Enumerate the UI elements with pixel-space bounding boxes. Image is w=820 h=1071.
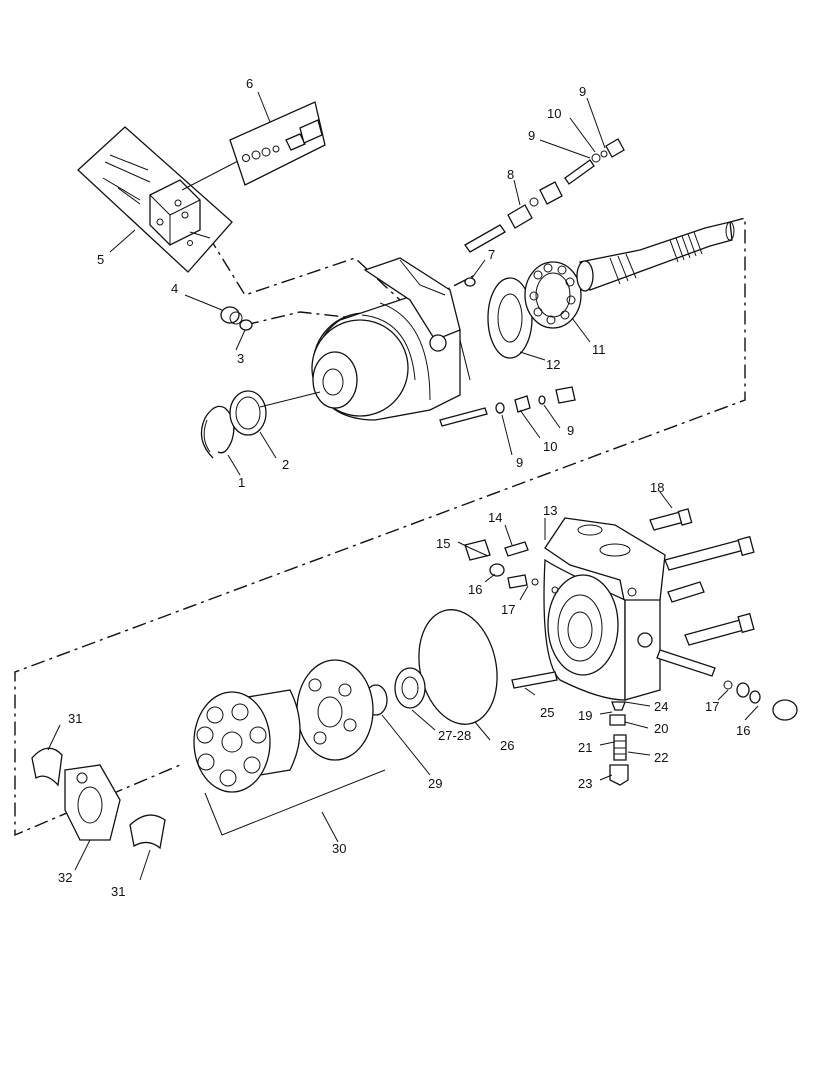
callout-18: 18 bbox=[650, 480, 664, 495]
callout-23: 23 bbox=[578, 776, 592, 791]
callout-9a: 9 bbox=[579, 84, 586, 99]
callout-3: 3 bbox=[237, 351, 244, 366]
bolts bbox=[649, 508, 755, 646]
callout-29: 29 bbox=[428, 776, 442, 791]
callout-19: 19 bbox=[578, 708, 592, 723]
plug bbox=[220, 306, 243, 325]
callout-6: 6 bbox=[246, 76, 253, 91]
roller-bearing bbox=[524, 261, 582, 329]
thrust-plate bbox=[487, 277, 533, 359]
callout-25: 25 bbox=[540, 705, 554, 720]
o-ring-small bbox=[239, 319, 253, 331]
output-shaft bbox=[576, 221, 735, 292]
callout-31a: 31 bbox=[68, 711, 82, 726]
bracket-30 bbox=[204, 769, 386, 836]
callout-21: 21 bbox=[578, 740, 592, 755]
callout-9b: 9 bbox=[528, 128, 535, 143]
callout-5: 5 bbox=[97, 252, 104, 267]
callout-9d: 9 bbox=[516, 455, 523, 470]
callout-17a: 17 bbox=[501, 602, 515, 617]
callout-13: 13 bbox=[543, 503, 557, 518]
leader-lines bbox=[47, 91, 759, 881]
relief-valve-right bbox=[656, 649, 798, 721]
callout-16a: 16 bbox=[468, 582, 482, 597]
callout-20: 20 bbox=[654, 721, 668, 736]
callout-8: 8 bbox=[507, 167, 514, 182]
callout-9c: 9 bbox=[567, 423, 574, 438]
check-valve-upper bbox=[464, 138, 625, 253]
fitting-kit bbox=[229, 101, 326, 186]
bearing bbox=[229, 390, 267, 436]
callout-22: 22 bbox=[654, 750, 668, 765]
callout-14: 14 bbox=[488, 510, 502, 525]
o-ring bbox=[464, 277, 476, 287]
callout-10b: 10 bbox=[543, 439, 557, 454]
callout-31b: 31 bbox=[111, 884, 125, 899]
callout-15: 15 bbox=[436, 536, 450, 551]
callout-30: 30 bbox=[332, 841, 346, 856]
check-valve-lower bbox=[439, 386, 576, 427]
callout-4: 4 bbox=[171, 281, 178, 296]
callout-labels: 1 2 3 4 5 6 7 8 9 9 9 9 10 10 11 12 13 1… bbox=[58, 76, 750, 899]
relief-valve-left bbox=[464, 539, 539, 589]
callout-27-28: 27-28 bbox=[438, 728, 471, 743]
pin bbox=[511, 671, 558, 689]
valve-plate bbox=[394, 667, 426, 709]
callout-26: 26 bbox=[500, 738, 514, 753]
snap-ring bbox=[200, 405, 235, 459]
spool-valve-parts bbox=[609, 701, 629, 786]
valve-block-assembly bbox=[77, 126, 241, 273]
callout-7: 7 bbox=[488, 247, 495, 262]
callout-24: 24 bbox=[654, 699, 668, 714]
callout-2: 2 bbox=[282, 457, 289, 472]
cradle-bearing-lower bbox=[129, 814, 166, 850]
cylinder-block bbox=[193, 659, 374, 793]
callout-17b: 17 bbox=[705, 699, 719, 714]
assembly-centerline-dashed bbox=[14, 189, 746, 837]
motor-housing-upper bbox=[311, 257, 471, 421]
callout-1: 1 bbox=[238, 475, 245, 490]
cradle-bearing-upper bbox=[31, 747, 63, 787]
callout-10a: 10 bbox=[547, 106, 561, 121]
callout-32: 32 bbox=[58, 870, 72, 885]
port-block bbox=[543, 517, 666, 701]
swash-plate bbox=[64, 764, 121, 841]
callout-11: 11 bbox=[592, 342, 606, 357]
o-ring-large bbox=[418, 609, 498, 725]
callout-16b: 16 bbox=[736, 723, 750, 738]
callout-12: 12 bbox=[546, 357, 560, 372]
